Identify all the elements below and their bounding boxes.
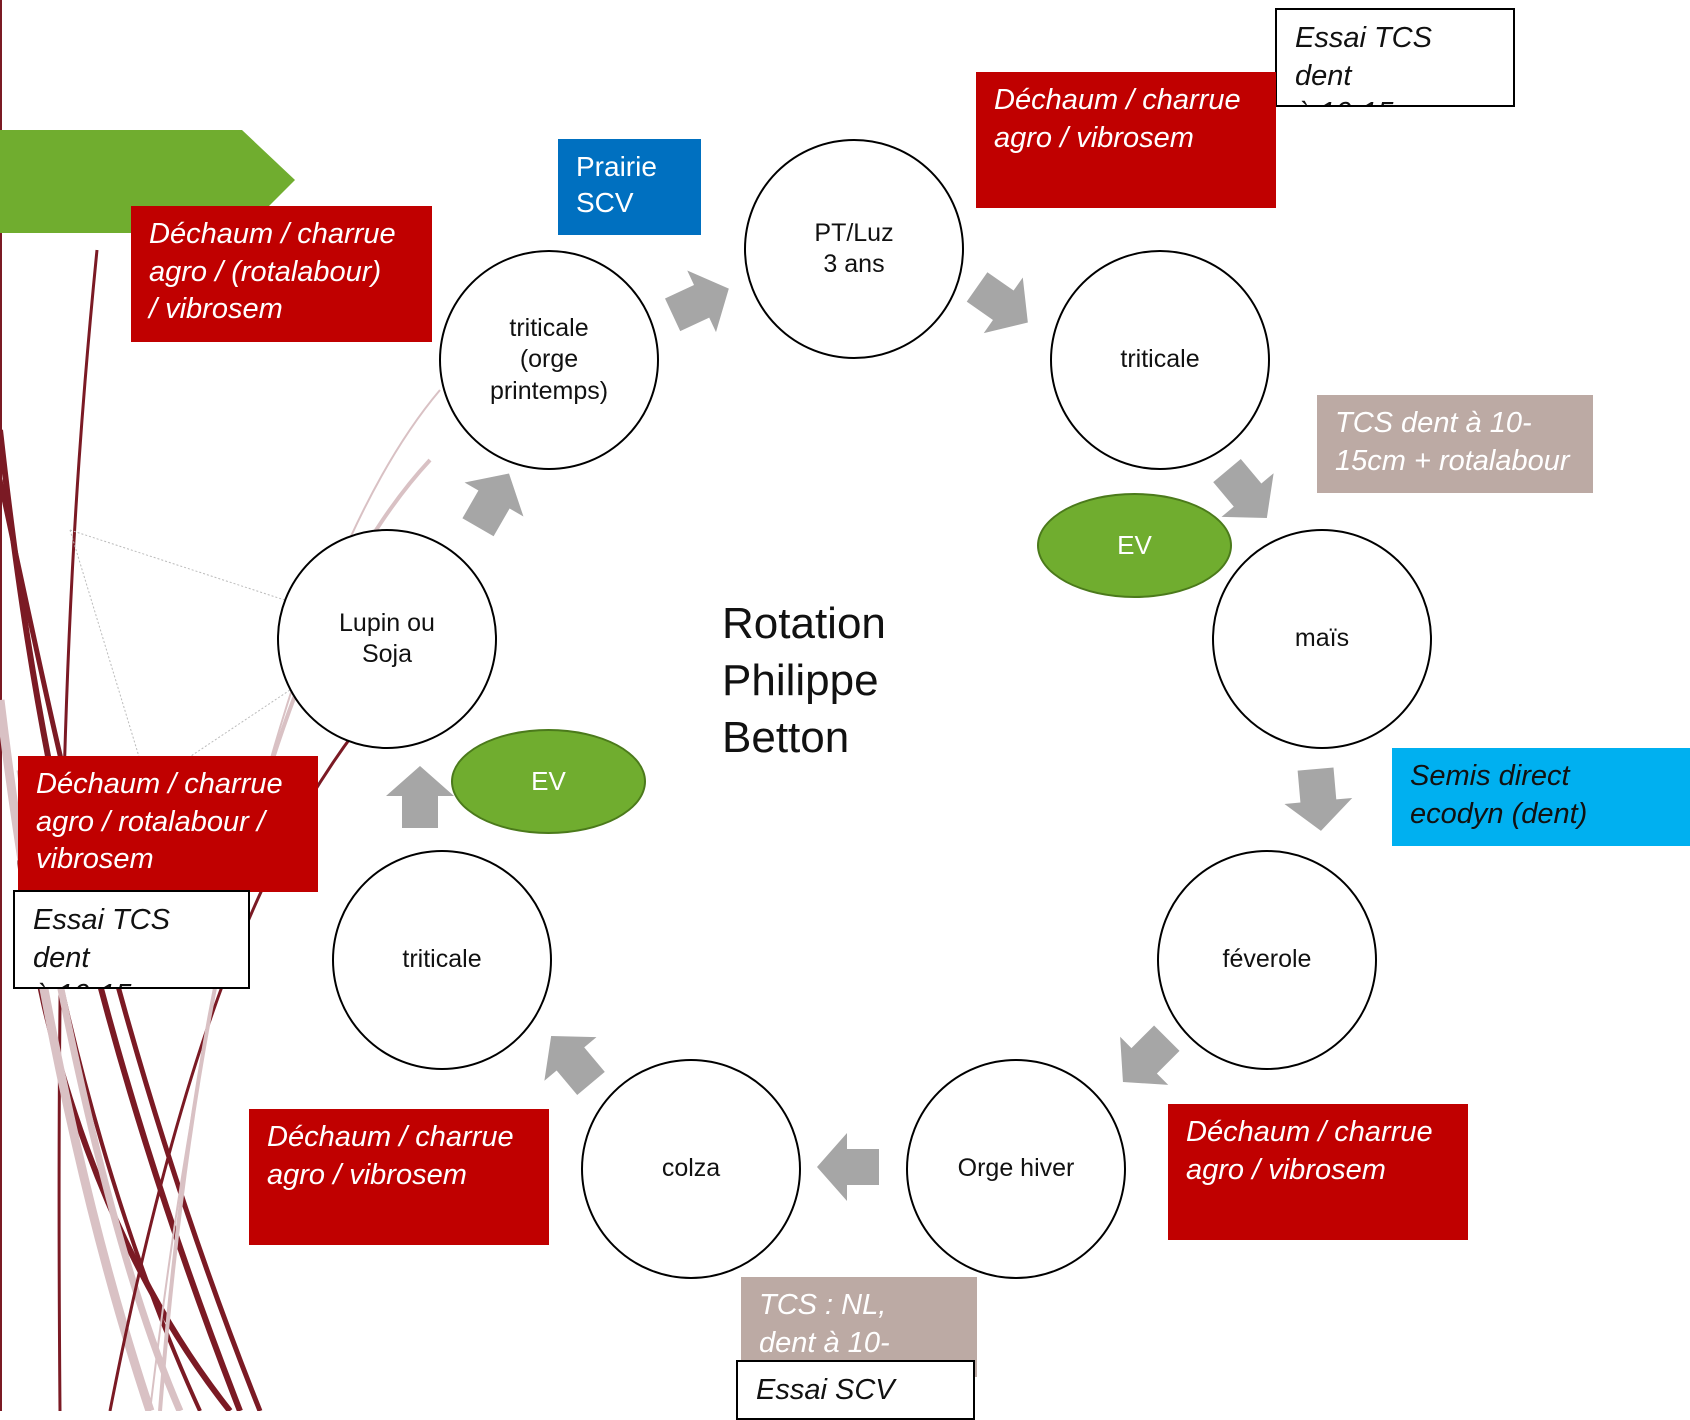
semis-direct-label: Semis direct ecodyn (dent) (1392, 748, 1690, 846)
node-triticale-orge: triticale (orge printemps) (439, 250, 659, 470)
node-triticale-1: triticale (1050, 250, 1270, 470)
tcs-rotalabour-label: TCS dent à 10- 15cm + rotalabour (1317, 395, 1593, 493)
node-lupin-soja: Lupin ou Soja (277, 529, 497, 749)
dechaum-label-top: Déchaum / charrue agro / vibrosem (976, 72, 1276, 208)
node-triticale-2: triticale (332, 850, 552, 1070)
ev-ellipse-right: EV (1037, 493, 1232, 598)
node-mais: maïs (1212, 529, 1432, 749)
dechaum-label-top-left: Déchaum / charrue agro / (rotalabour) / … (131, 206, 432, 342)
diagram-title: Rotation Philippe Betton (722, 599, 886, 763)
dechaum-label-bottom-left: Déchaum / charrue agro / vibrosem (249, 1109, 549, 1245)
ev-ellipse-left: EV (451, 729, 646, 834)
node-feverole: féverole (1157, 850, 1377, 1070)
node-colza: colza (581, 1059, 801, 1279)
node-orge-hiver: Orge hiver (906, 1059, 1126, 1279)
dotted-guides (69, 529, 301, 761)
essai-tcs-label-left: Essai TCS dent à 10-15cm (13, 890, 250, 989)
essai-tcs-label-top: Essai TCS dent à 10-15cm (1275, 8, 1515, 107)
node-pt-luz: PT/Luz 3 ans (744, 139, 964, 359)
prairie-scv-label: Prairie SCV (558, 139, 701, 235)
dechaum-label-left: Déchaum / charrue agro / rotalabour / vi… (18, 756, 318, 892)
essai-scv-label: Essai SCV (736, 1360, 975, 1420)
dechaum-label-right: Déchaum / charrue agro / vibrosem (1168, 1104, 1468, 1240)
